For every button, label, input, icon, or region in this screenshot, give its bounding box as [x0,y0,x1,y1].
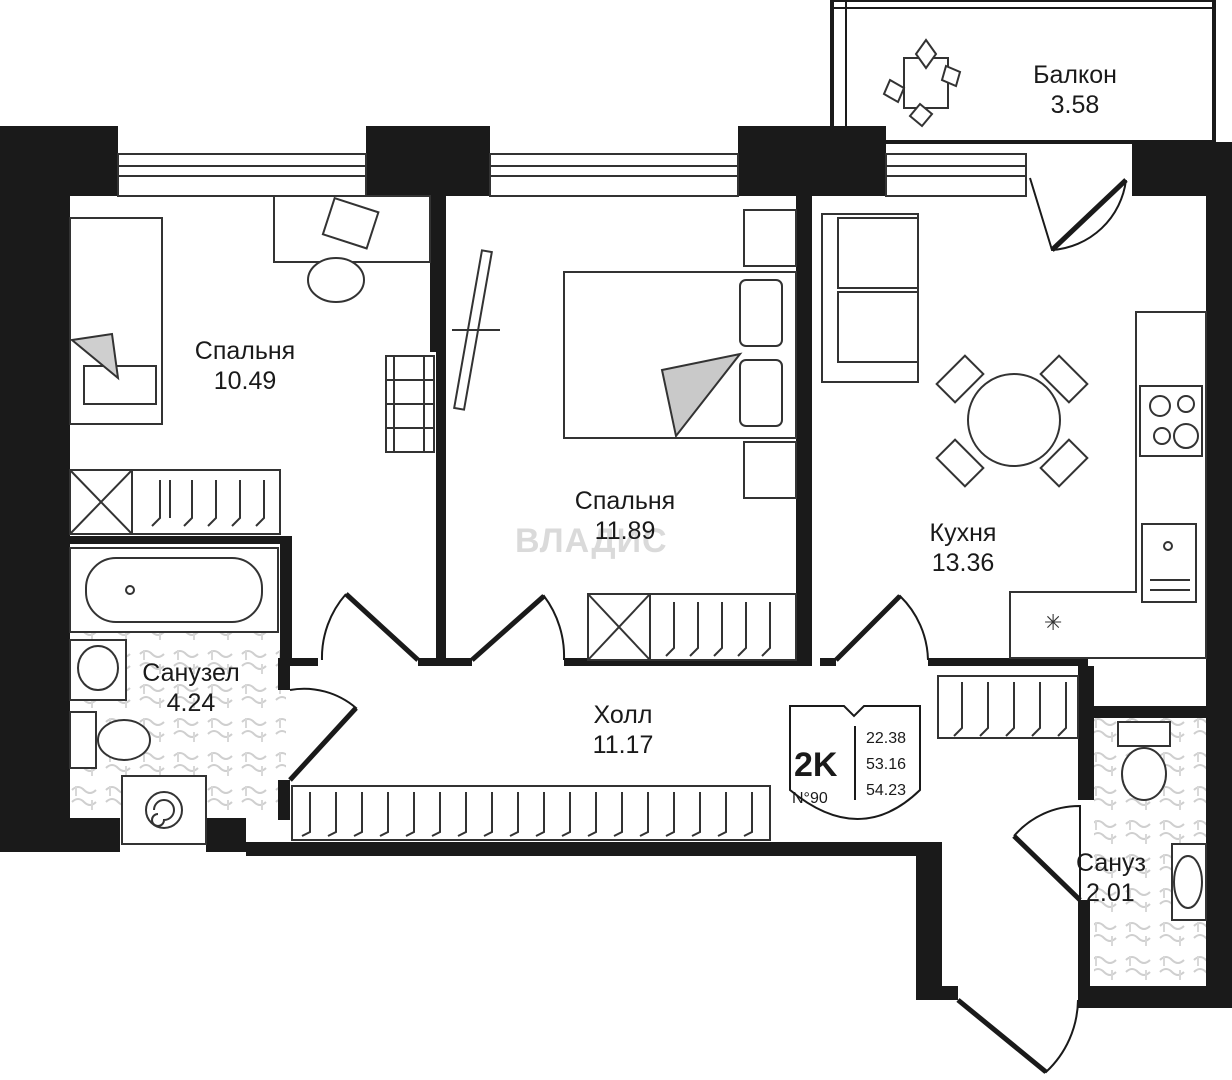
living-area: 22.38 [866,730,907,747]
toilet-icon [97,719,151,761]
room-label-hall: Холл 11.17 [548,700,698,760]
windows [117,153,1027,197]
total-area-with-balcony: 54.23 [866,782,907,799]
apartment-badge: 2K N°90 22.38 53.16 54.23 [780,702,920,830]
wardrobe [69,469,281,535]
room-label-bathroom1: Санузел 4.24 [116,658,266,718]
toilet-icon-2 [1121,747,1167,801]
room-label-bedroom2: Спальня 11.89 [550,486,700,546]
room-label-kitchen: Кухня 13.36 [888,518,1038,578]
room-area: 13.36 [931,549,995,577]
watermark: ВЛАДИС [515,522,668,560]
dining-table [967,373,1061,467]
total-area: 53.16 [866,756,907,773]
room-name: Спальня [574,487,676,515]
svg-text:✳: ✳ [1044,611,1062,636]
room-area: 10.49 [213,367,277,395]
hall-wardrobe [291,785,771,841]
balcony-outline [830,0,1216,144]
room-name: Кухня [929,519,997,547]
apartment-code: 2K [794,746,838,784]
room-area: 11.89 [594,517,656,545]
room-label-bedroom1: Спальня 10.49 [170,336,320,396]
room-area: 11.17 [592,731,654,759]
doors [288,177,1128,1074]
room-name: Сануз [1076,849,1147,877]
walls [0,126,1232,1008]
sink-icon-2 [1173,855,1203,909]
wardrobe [587,593,797,661]
room-name: Балкон [1033,61,1117,89]
room-name: Спальня [194,337,296,365]
room-label-bathroom2: Сануз 2.01 [1070,848,1170,908]
plant-icon [882,38,962,128]
chair [307,257,365,303]
hall-wardrobe-small [937,675,1079,739]
kitchen-counter [1009,311,1207,659]
room-name: Холл [593,701,653,729]
room-name: Санузел [142,659,240,687]
laptop-icon [321,196,380,250]
apartment-areas: 22.38 53.16 54.23 [866,726,906,804]
room-area: 4.24 [166,689,216,717]
apartment-number: N°90 [792,790,828,807]
room-area: 2.01 [1086,879,1135,907]
room-area: 3.58 [1050,91,1100,119]
sink-icon [77,645,119,691]
hangers [151,480,1067,837]
room-label-balcony: Балкон 3.58 [1000,60,1150,120]
furniture: ✳ [69,38,1207,921]
